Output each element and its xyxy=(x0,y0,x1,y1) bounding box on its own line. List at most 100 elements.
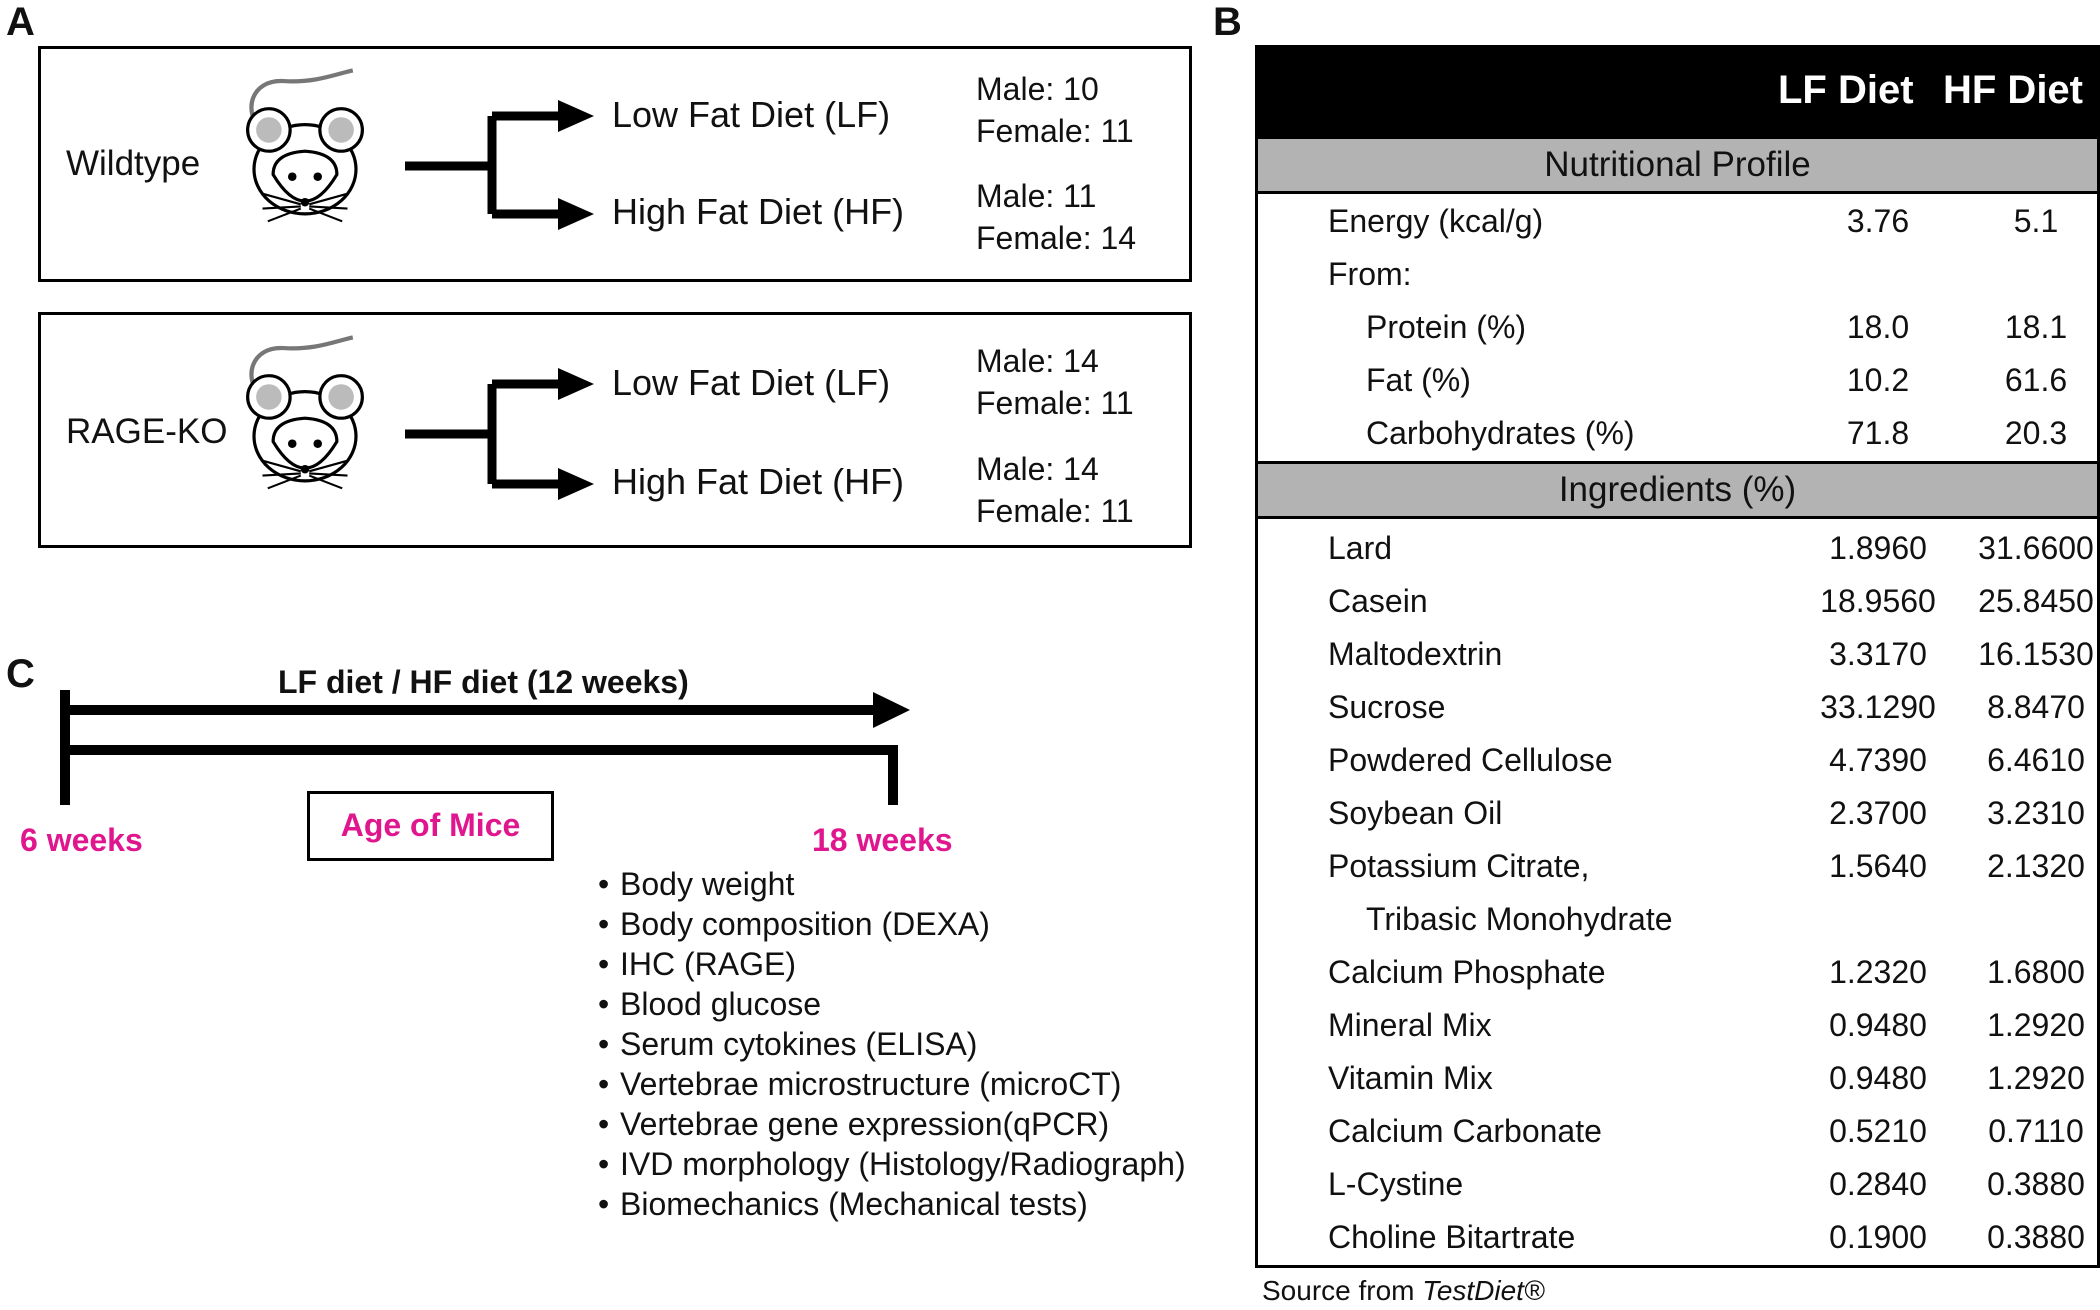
outcome-text: IVD morphology (Histology/Radiograph) xyxy=(620,1146,1186,1182)
lf-value: 1.8960 xyxy=(1829,530,1927,566)
lf-value: 18.0 xyxy=(1846,309,1910,345)
panel-label-a: A xyxy=(6,0,35,44)
lf-value: 71.8 xyxy=(1846,415,1910,451)
hf-value: 0.3880 xyxy=(1987,1219,2085,1255)
source-name: TestDiet® xyxy=(1422,1275,1545,1306)
outcome-text: Body composition (DEXA) xyxy=(620,906,990,942)
row-name: Soybean Oil xyxy=(1328,795,1503,831)
lf-value: 1.2320 xyxy=(1829,954,1927,990)
female-count: Female: 11 xyxy=(976,493,1134,529)
diet-table: LF Diet HF Diet Nutritional Profile Ener… xyxy=(1255,45,2100,1268)
list-item: •Vertebrae microstructure (microCT) xyxy=(598,1066,1122,1102)
hf-value: 5.1 xyxy=(2013,203,2059,239)
lf-value: 0.2840 xyxy=(1829,1166,1927,1202)
list-item: •Body composition (DEXA) xyxy=(598,906,990,942)
group-label-wildtype: Wildtype xyxy=(66,144,201,183)
column-header-hf: HF Diet xyxy=(1943,68,2083,112)
row-name: Fat (%) xyxy=(1366,362,1471,398)
outcome-text: Vertebrae gene expression(qPCR) xyxy=(620,1106,1110,1142)
arm-label: High Fat Diet (HF) xyxy=(612,191,905,232)
list-item: •Serum cytokines (ELISA) xyxy=(598,1026,978,1062)
row-name: Maltodextrin xyxy=(1328,636,1503,672)
sample-count: Male: 11 Female: 14 xyxy=(976,175,1136,259)
branch-arrows-rage-ko xyxy=(405,368,594,500)
group-box-rage-ko xyxy=(38,312,1192,548)
arm-label: Low Fat Diet (LF) xyxy=(612,94,891,135)
row-name: Sucrose xyxy=(1328,689,1446,725)
group-box-wildtype xyxy=(38,46,1192,282)
list-item: •Body weight xyxy=(598,866,795,902)
sample-count: Male: 14 Female: 11 xyxy=(976,340,1134,424)
mouse-icon xyxy=(220,325,390,505)
outcome-text: Serum cytokines (ELISA) xyxy=(620,1026,978,1062)
lf-value: 0.5210 xyxy=(1829,1113,1927,1149)
panel-label-c: C xyxy=(6,652,35,696)
female-count: Female: 11 xyxy=(976,385,1134,421)
hf-value: 31.6600 xyxy=(1978,530,2094,566)
female-count: Female: 11 xyxy=(976,113,1134,149)
hf-value: 20.3 xyxy=(2004,415,2068,451)
timeline-title: LF diet / HF diet (12 weeks) xyxy=(278,664,689,700)
list-item: •Blood glucose xyxy=(598,986,822,1022)
outcome-text: Body weight xyxy=(620,866,795,902)
outcome-text: Blood glucose xyxy=(620,986,822,1022)
row-name: Protein (%) xyxy=(1366,309,1527,345)
table-row: Tribasic Monohydrate xyxy=(1258,893,2097,946)
male-count: Male: 14 xyxy=(976,451,1099,487)
table-row: Choline Bitartrate 0.1900 0.3880 xyxy=(1258,1211,2097,1264)
group-label-rage-ko: RAGE-KO xyxy=(66,412,228,451)
lf-value: 4.7390 xyxy=(1829,742,1927,778)
row-name: Choline Bitartrate xyxy=(1328,1219,1576,1255)
hf-value: 1.2920 xyxy=(1987,1060,2085,1096)
mouse-icon xyxy=(220,58,390,238)
hf-value: 3.2310 xyxy=(1987,795,2085,831)
sample-count: Male: 10 Female: 11 xyxy=(976,68,1134,152)
outcome-list: •Body weight •Body composition (DEXA) •I… xyxy=(598,864,1186,1224)
sample-count: Male: 14 Female: 11 xyxy=(976,448,1134,532)
table-row: From: xyxy=(1258,248,2097,301)
arm-label: High Fat Diet (HF) xyxy=(612,461,905,502)
lf-value: 0.1900 xyxy=(1829,1219,1927,1255)
row-name: Potassium Citrate, xyxy=(1328,848,1590,884)
section-header-ingredients: Ingredients (%) xyxy=(1258,461,2097,519)
age-of-mice-label: Age of Mice xyxy=(307,791,554,861)
row-name: Carbohydrates (%) xyxy=(1366,415,1635,451)
table-row: Carbohydrates (%) 71.8 20.3 xyxy=(1258,407,2097,460)
hf-value: 0.3880 xyxy=(1987,1166,2085,1202)
row-name: Powdered Cellulose xyxy=(1328,742,1613,778)
male-count: Male: 11 xyxy=(976,178,1097,214)
lf-value: 10.2 xyxy=(1846,362,1910,398)
branch-arrows-wildtype xyxy=(405,100,594,230)
outcome-text: Biomechanics (Mechanical tests) xyxy=(620,1186,1088,1222)
table-header: LF Diet HF Diet xyxy=(1258,48,2097,136)
row-name: From: xyxy=(1328,256,1412,292)
row-name: Casein xyxy=(1328,583,1428,619)
row-name: Mineral Mix xyxy=(1328,1007,1492,1043)
timeline-end: 18 weeks xyxy=(812,822,953,858)
column-header-lf: LF Diet xyxy=(1778,68,1914,112)
panel-label-b: B xyxy=(1213,0,1242,44)
arm-label: Low Fat Diet (LF) xyxy=(612,362,891,403)
list-item: •IVD morphology (Histology/Radiograph) xyxy=(598,1146,1186,1182)
lf-value: 0.9480 xyxy=(1829,1060,1927,1096)
hf-value: 8.8470 xyxy=(1987,689,2085,725)
section-header-nutrition: Nutritional Profile xyxy=(1258,136,2097,194)
lf-value: 2.3700 xyxy=(1829,795,1927,831)
outcome-text: Vertebrae microstructure (microCT) xyxy=(620,1066,1122,1102)
hf-value: 18.1 xyxy=(2004,309,2068,345)
row-name: Lard xyxy=(1328,530,1393,566)
hf-value: 25.8450 xyxy=(1978,583,2094,619)
row-name: Tribasic Monohydrate xyxy=(1366,901,1673,937)
timeline-start: 6 weeks xyxy=(20,822,143,858)
